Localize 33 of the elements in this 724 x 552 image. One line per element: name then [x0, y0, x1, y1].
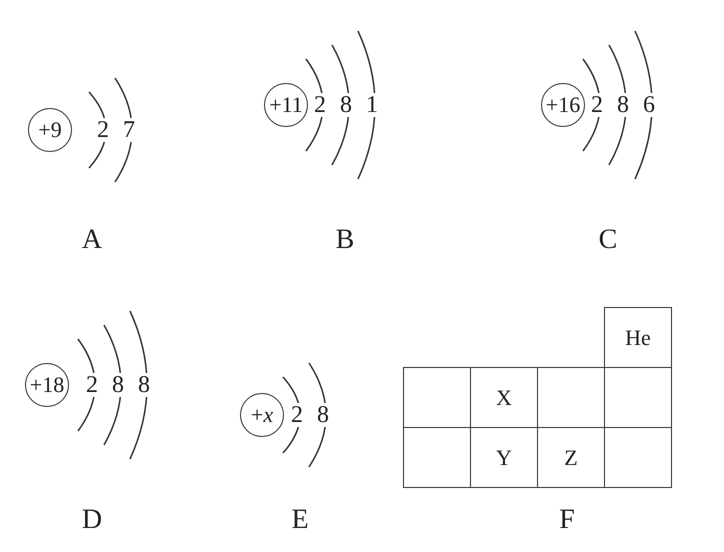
- electron-count: 2: [590, 93, 604, 117]
- electron-count: 2: [313, 93, 327, 117]
- electron-count: 7: [122, 118, 136, 142]
- nuclear-charge: +11: [269, 92, 303, 118]
- nucleus-circle: [240, 393, 284, 437]
- nuclear-charge: +18: [30, 372, 64, 398]
- figure-letter: E: [291, 505, 309, 535]
- figure-letter: B: [336, 225, 354, 255]
- figure-letter: C: [598, 225, 618, 255]
- nuclear-charge: +9: [38, 117, 62, 143]
- figure-letter: D: [82, 505, 102, 535]
- nucleus-circle: [264, 83, 308, 127]
- electron-count: 2: [85, 373, 99, 397]
- electron-count: 8: [137, 373, 151, 397]
- nucleus-circle: [25, 363, 69, 407]
- element-symbol: Y: [496, 445, 512, 471]
- electron-count: 8: [616, 93, 630, 117]
- element-symbol: Z: [564, 445, 578, 471]
- figure-letter: A: [82, 225, 102, 255]
- figure-letter: F: [559, 505, 575, 535]
- electron-count: 2: [96, 118, 110, 142]
- electron-count: 1: [365, 93, 379, 117]
- nucleus-circle: [541, 83, 585, 127]
- nucleus-circle: [28, 108, 72, 152]
- electron-count: 6: [642, 93, 656, 117]
- nuclear-charge: +16: [546, 92, 580, 118]
- electron-count: 8: [111, 373, 125, 397]
- electron-count: 8: [316, 403, 330, 427]
- electron-count: 2: [290, 403, 304, 427]
- electron-count: 8: [339, 93, 353, 117]
- element-symbol: X: [496, 385, 512, 411]
- element-symbol: He: [625, 325, 651, 351]
- nuclear-charge: +x: [250, 402, 274, 428]
